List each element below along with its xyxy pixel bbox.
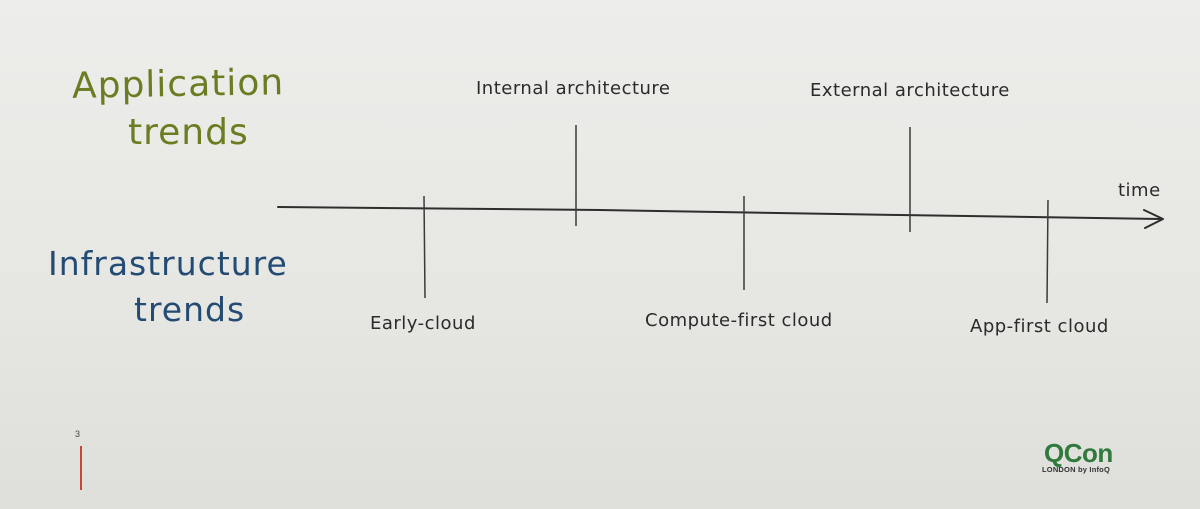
early-cloud-label: Early-cloud <box>370 313 476 334</box>
infrastructure-trends-heading-line1: Infrastructure <box>48 244 288 283</box>
slide-edge-tick <box>80 446 82 490</box>
timeline-axis-line <box>277 206 1163 220</box>
infrastructure-trends-heading-line2: trends <box>134 290 246 329</box>
internal-architecture-label: Internal architecture <box>476 78 671 99</box>
qcon-logo-subtitle: LONDON by InfoQ <box>1042 465 1110 474</box>
application-trends-heading-line2: trends <box>128 112 249 153</box>
app-first-cloud-marker <box>1046 199 1049 304</box>
time-axis-label: time <box>1118 180 1161 201</box>
external-architecture-label: External architecture <box>810 80 1010 101</box>
page-number: 3 <box>75 429 81 439</box>
timeline-arrowhead <box>1143 209 1164 229</box>
app-first-cloud-label: App-first cloud <box>970 316 1109 337</box>
qcon-logo: QCon LONDON by InfoQ <box>1036 438 1132 478</box>
early-cloud-marker <box>423 195 426 299</box>
application-trends-heading-line1: Application <box>71 62 285 107</box>
compute-first-cloud-label: Compute-first cloud <box>645 310 833 331</box>
qcon-logo-text: QCon <box>1044 438 1113 468</box>
